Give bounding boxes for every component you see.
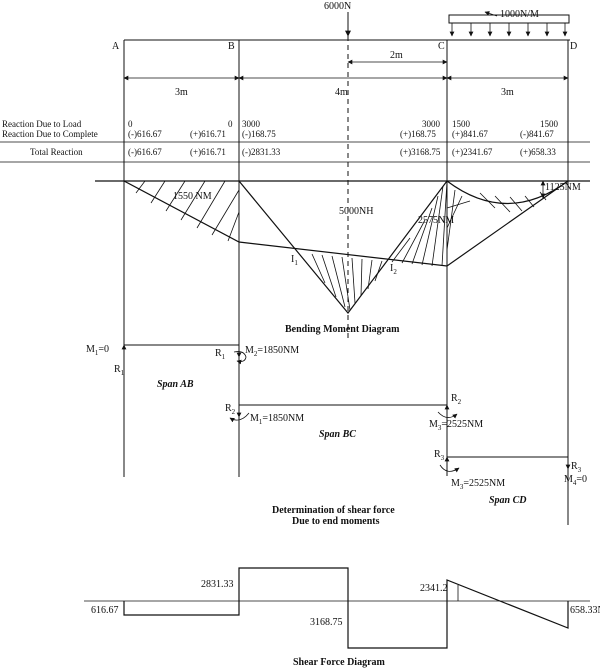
m1-bc-label: M1=1850NM — [250, 413, 304, 426]
bmd-free-moment-triangle — [238, 180, 448, 314]
total-reaction-a: (-)616.67 — [128, 147, 162, 157]
sfd-label-3168: 3168.75 — [310, 617, 343, 628]
r3-d-label: R3 — [571, 461, 582, 474]
shear-title-line2: Due to end moments — [292, 516, 380, 527]
point-load: 6000N — [324, 1, 351, 37]
bmd-moment-line — [123, 180, 569, 267]
span-ab-label-text: Span AB — [157, 379, 194, 390]
complete-reaction-c-left: (+)168.75 — [400, 129, 436, 139]
moment-curl-bc-left — [229, 412, 250, 423]
support-b-label: B — [228, 41, 235, 52]
m1-zero-label: M1=0 — [86, 344, 109, 357]
complete-reaction-d: (-)841.67 — [520, 129, 554, 139]
support-a-label: A — [112, 41, 120, 52]
inflection-i2: I2 — [390, 263, 397, 276]
r2-label: R2 — [225, 403, 236, 416]
sfd-outline — [123, 567, 569, 649]
r1-label: R1 — [114, 364, 125, 377]
sfd-title: Shear Force Diagram — [293, 657, 386, 668]
udl-load: 1000N/M — [448, 9, 570, 37]
sfd-label-2341: 2341.2 — [420, 583, 448, 594]
load-reaction-b-left: 0 — [228, 119, 233, 129]
total-reaction-c-left: (+)3168.75 — [400, 147, 441, 157]
support-c-label: C — [438, 41, 445, 52]
reaction-table: Reaction Due to Load Reaction Due to Com… — [0, 119, 590, 163]
support-d-label: D — [570, 41, 577, 52]
load-reaction-c-right: 1500 — [452, 119, 471, 129]
total-reaction-b-left: (+)616.71 — [190, 147, 226, 157]
shear-title-line1: Determination of shear force — [272, 505, 395, 516]
complete-reaction-b-right: (-)168.75 — [242, 129, 276, 139]
span-cd-free-body: R3 M3=2525NM R3 M4=0 Span CD — [434, 449, 587, 506]
r2-c-label: R2 — [451, 393, 462, 406]
m3-bc-label: M3=2525NM — [429, 419, 483, 432]
complete-reaction-b-left: (+)616.71 — [190, 129, 226, 139]
complete-reaction-a: (-)616.67 — [128, 129, 162, 139]
moment-curl-bc-right — [437, 411, 458, 419]
complete-reaction-c-right: (+)841.67 — [452, 129, 488, 139]
total-reaction-b-right: (-)2831.33 — [242, 147, 281, 157]
span-ab-free-body: M1=0 R1 R1 M2=1850NM Span AB — [86, 344, 299, 390]
m4-label: M4=0 — [564, 474, 587, 487]
inflection-i1: I1 — [291, 254, 298, 267]
support-labels: A B C D — [112, 41, 577, 52]
span-bc-label: 4m — [335, 87, 348, 98]
sfd-label-616: 616.67 — [91, 605, 119, 616]
bmd-label-1550: 1550 NM — [173, 191, 212, 202]
sfd-label-2831: 2831.33 — [201, 579, 234, 590]
span-ab-label: 3m — [175, 87, 188, 98]
r1-b-label: R1 — [215, 348, 226, 361]
row-label-total: Total Reaction — [30, 147, 83, 157]
load-reaction-d: 1500 — [540, 119, 559, 129]
m3-cd-label: M3=2525NM — [451, 478, 505, 491]
point-load-label: 6000N — [324, 1, 351, 12]
bmd-hatching — [135, 180, 547, 311]
udl-label: 1000N/M — [500, 9, 539, 20]
bending-moment-diagram: 1550 NM 5000NH 2575NM 1125NM I1 I2 Bendi… — [95, 180, 590, 335]
shear-force-diagram: 616.67 2831.33 3168.75 2341.2 658.33N Sh… — [84, 567, 600, 668]
bmd-label-1125: 1125NM — [545, 182, 581, 193]
row-label-due-to-complete: Reaction Due to Complete — [2, 129, 98, 139]
span-cd-label: 3m — [501, 87, 514, 98]
total-reaction-c-right: (+)2341.67 — [452, 147, 493, 157]
bmd-label-2575: 2575NM — [418, 215, 454, 226]
bmd-udl-parabola — [446, 180, 569, 205]
span-bc-label-text: Span BC — [319, 429, 356, 440]
span-bc-free-body: R2 M1=1850NM R2 M3=2525NM Span BC — [225, 393, 483, 440]
span-dimensions: 3m 4m 3m 2m — [123, 50, 569, 98]
total-reaction-d: (+)658.33 — [520, 147, 556, 157]
offset-2m-label: 2m — [390, 50, 403, 61]
load-reaction-a: 0 — [128, 119, 133, 129]
moment-curl-b — [233, 351, 247, 365]
r3-label: R3 — [434, 449, 445, 462]
span-cd-label-text: Span CD — [489, 495, 527, 506]
moment-curl-cd — [439, 464, 460, 473]
bmd-label-5000: 5000NH — [339, 206, 373, 217]
row-label-due-to-load: Reaction Due to Load — [2, 119, 82, 129]
load-reaction-b-right: 3000 — [242, 119, 261, 129]
bmd-title: Bending Moment Diagram — [285, 324, 400, 335]
load-reaction-c-left: 3000 — [422, 119, 441, 129]
sfd-label-658: 658.33N — [570, 605, 600, 616]
m2-label: M2=1850NM — [245, 345, 299, 358]
